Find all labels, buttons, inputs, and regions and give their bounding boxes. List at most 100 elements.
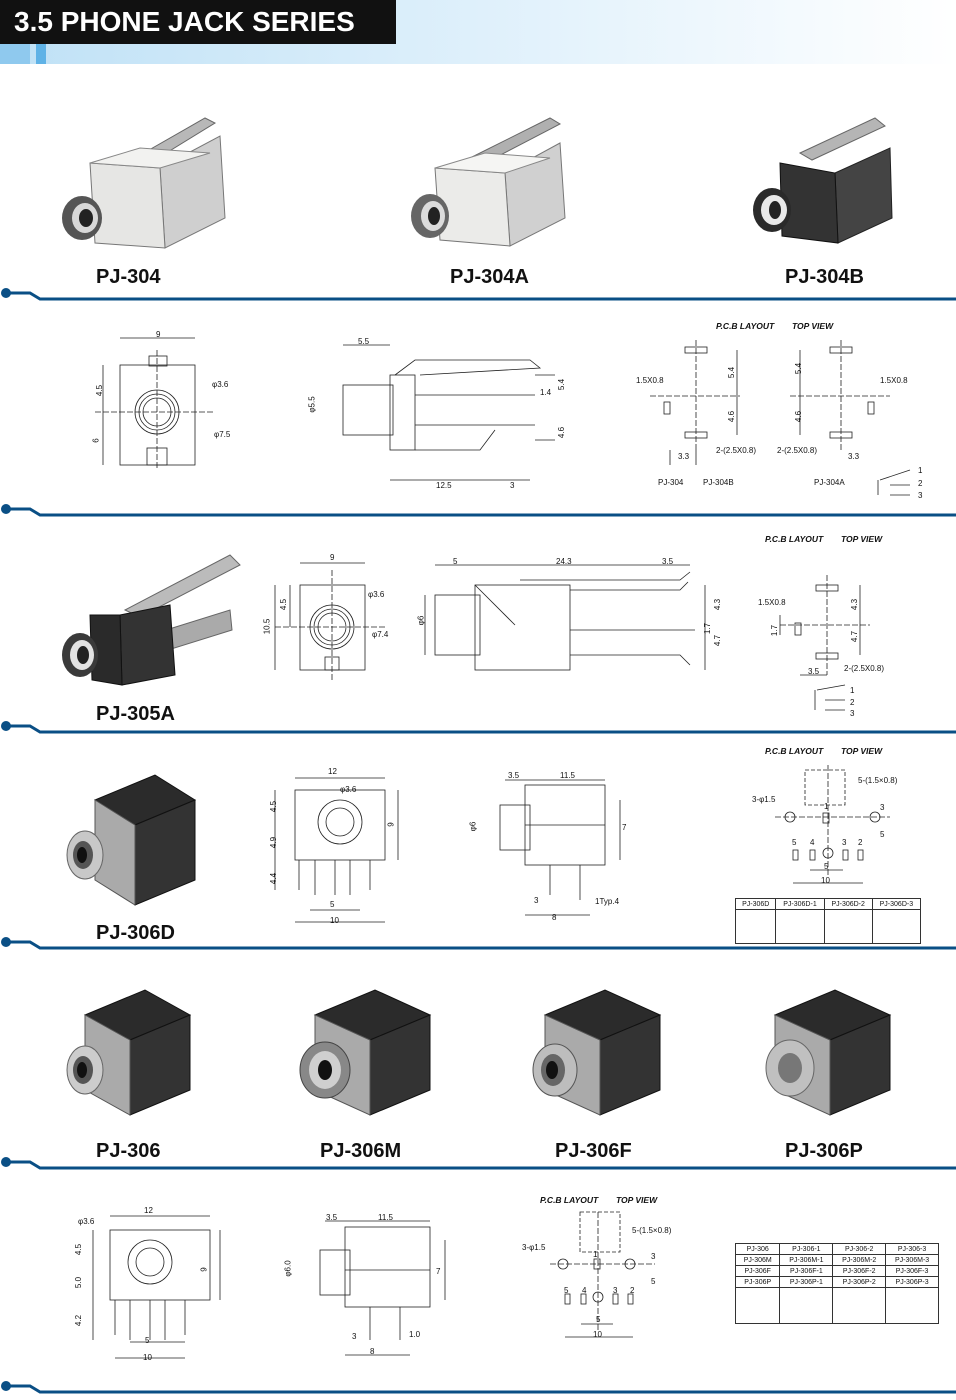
- pcb-layout-drawing-306d: [775, 765, 890, 884]
- product-label: PJ-304: [96, 266, 161, 288]
- table-cell: PJ-306F-1: [779, 1265, 834, 1277]
- dim-label: 1.0: [409, 1330, 421, 1339]
- table-header-cell: PJ-306D: [734, 898, 777, 910]
- dim-label: 3: [534, 896, 539, 905]
- table-header-cell: PJ-306D-3: [871, 898, 922, 910]
- dim-label: 12: [328, 767, 337, 776]
- table-header-cell: PJ-306D-2: [823, 898, 873, 910]
- dim-label: 5-(1.5×0.8): [632, 1226, 672, 1235]
- pin-number: 3: [613, 1286, 618, 1295]
- dim-label: 6: [91, 438, 101, 443]
- table-cell: PJ-306M-3: [885, 1254, 939, 1266]
- dim-label: 2-(2.5X0.8): [844, 664, 885, 673]
- dim-label: 2-(2.5X0.8): [716, 446, 757, 455]
- dim-label: 4.2: [74, 1314, 84, 1327]
- page-title: 3.5 PHONE JACK SERIES: [0, 0, 396, 44]
- dim-label: 5.4: [794, 362, 804, 375]
- schematic-cell: [885, 1287, 939, 1324]
- pin-number: 2: [918, 479, 923, 488]
- dim-label: 1.5X0.8: [880, 376, 908, 385]
- pin-number: 5: [792, 838, 797, 847]
- dim-label: 8: [370, 1347, 375, 1356]
- product-label: PJ-306F: [555, 1140, 632, 1162]
- dim-label: 11.5: [378, 1213, 393, 1222]
- dim-label: 5: [330, 900, 335, 909]
- section-divider: [0, 1156, 956, 1170]
- dim-label: 4.7: [850, 630, 860, 643]
- section-divider: [0, 936, 956, 950]
- pcb-heading: P.C.B LAYOUT: [716, 321, 775, 331]
- schematic-cell: [779, 1287, 834, 1324]
- dim-label: 10: [593, 1330, 602, 1339]
- pin-number: 4: [582, 1286, 587, 1295]
- dim-label: 1.7: [703, 622, 713, 635]
- dim-label: 9: [330, 553, 335, 562]
- jack-photo-pj-306d: [66, 774, 197, 906]
- table-cell: PJ-306P-2: [832, 1276, 887, 1288]
- front-view-drawing-305a: [274, 562, 385, 680]
- dim-label: φ5.5: [307, 396, 317, 413]
- side-view-drawing-306: [319, 1220, 446, 1356]
- pin-number: 2: [630, 1286, 635, 1295]
- dim-label: 3: [651, 1252, 656, 1261]
- dim-label: φ3.6: [212, 380, 229, 389]
- front-view-drawing-306d: [274, 777, 399, 923]
- pin-number: 1: [593, 1250, 598, 1259]
- dim-label: 5: [824, 862, 829, 871]
- schematic-cell: [823, 909, 873, 944]
- front-view-drawing-306: [92, 1215, 221, 1359]
- dim-label: 10: [143, 1353, 152, 1362]
- pcb-subheading: TOP VIEW: [792, 321, 834, 331]
- pin-number: 3: [842, 838, 847, 847]
- pin-number: 1: [850, 686, 855, 695]
- schematic-cell: [734, 1287, 781, 1324]
- pin-number: 5: [564, 1286, 569, 1295]
- dim-label: 4.9: [269, 836, 279, 849]
- dim-label: 7: [622, 823, 627, 832]
- table-cell: PJ-306P-1: [779, 1276, 834, 1288]
- side-view-drawing-304: [342, 344, 555, 481]
- product-label: PJ-304B: [785, 266, 864, 288]
- dim-label: 3.5: [808, 667, 820, 676]
- jack-photo-pj-305a: [62, 554, 241, 686]
- jack-photo-pj-306p: [765, 989, 892, 1116]
- table-cell: PJ-306M: [734, 1254, 781, 1266]
- dim-label: 3.5: [508, 771, 520, 780]
- section-divider: [0, 1380, 956, 1394]
- pcb-heading: P.C.B LAYOUT: [765, 746, 824, 756]
- dim-label: 9: [156, 330, 161, 339]
- pcb-heading: P.C.B LAYOUT: [540, 1195, 599, 1205]
- dim-label: 5-(1.5×0.8): [858, 776, 898, 785]
- table-cell: PJ-306F-3: [885, 1265, 939, 1277]
- table-cell: PJ-306-2: [832, 1243, 887, 1255]
- dim-label: 3-φ1.5: [752, 795, 776, 804]
- dim-label: φ3.6: [368, 590, 385, 599]
- schematic-cell: [832, 1287, 887, 1324]
- dim-label: φ6: [468, 821, 478, 832]
- dim-label: 9: [386, 822, 396, 827]
- dim-label: φ3.6: [78, 1217, 95, 1226]
- pin-number: 4: [810, 838, 815, 847]
- dim-label: 3: [880, 803, 885, 812]
- dim-label: 1.5X0.8: [758, 598, 786, 607]
- dim-label: 4.5: [269, 800, 279, 813]
- product-label: PJ-306: [96, 1140, 161, 1162]
- table-cell: PJ-306P: [734, 1276, 781, 1288]
- pcb-layout-drawing-305a: [779, 575, 870, 711]
- table-cell: PJ-306M-1: [779, 1254, 834, 1266]
- dim-label: φ6: [416, 615, 426, 626]
- dim-label: 3.3: [678, 452, 690, 461]
- dim-label: 5: [453, 557, 458, 566]
- dim-label: 1.4: [540, 388, 552, 397]
- pcb-heading: P.C.B LAYOUT: [765, 534, 824, 544]
- jack-photo-pj-304a: [411, 117, 566, 247]
- dim-label: 4.5: [95, 384, 105, 397]
- variant-table-306d: PJ-306D PJ-306D-1 PJ-306D-2 PJ-306D-3: [734, 898, 922, 944]
- dim-label: 5: [651, 1277, 656, 1286]
- table-cell: PJ-306F-2: [832, 1265, 887, 1277]
- schematic-cell: [734, 909, 777, 944]
- dim-label: 4.5: [279, 598, 289, 611]
- schematic-cell: [871, 909, 922, 944]
- side-view-drawing-305a: [424, 564, 706, 671]
